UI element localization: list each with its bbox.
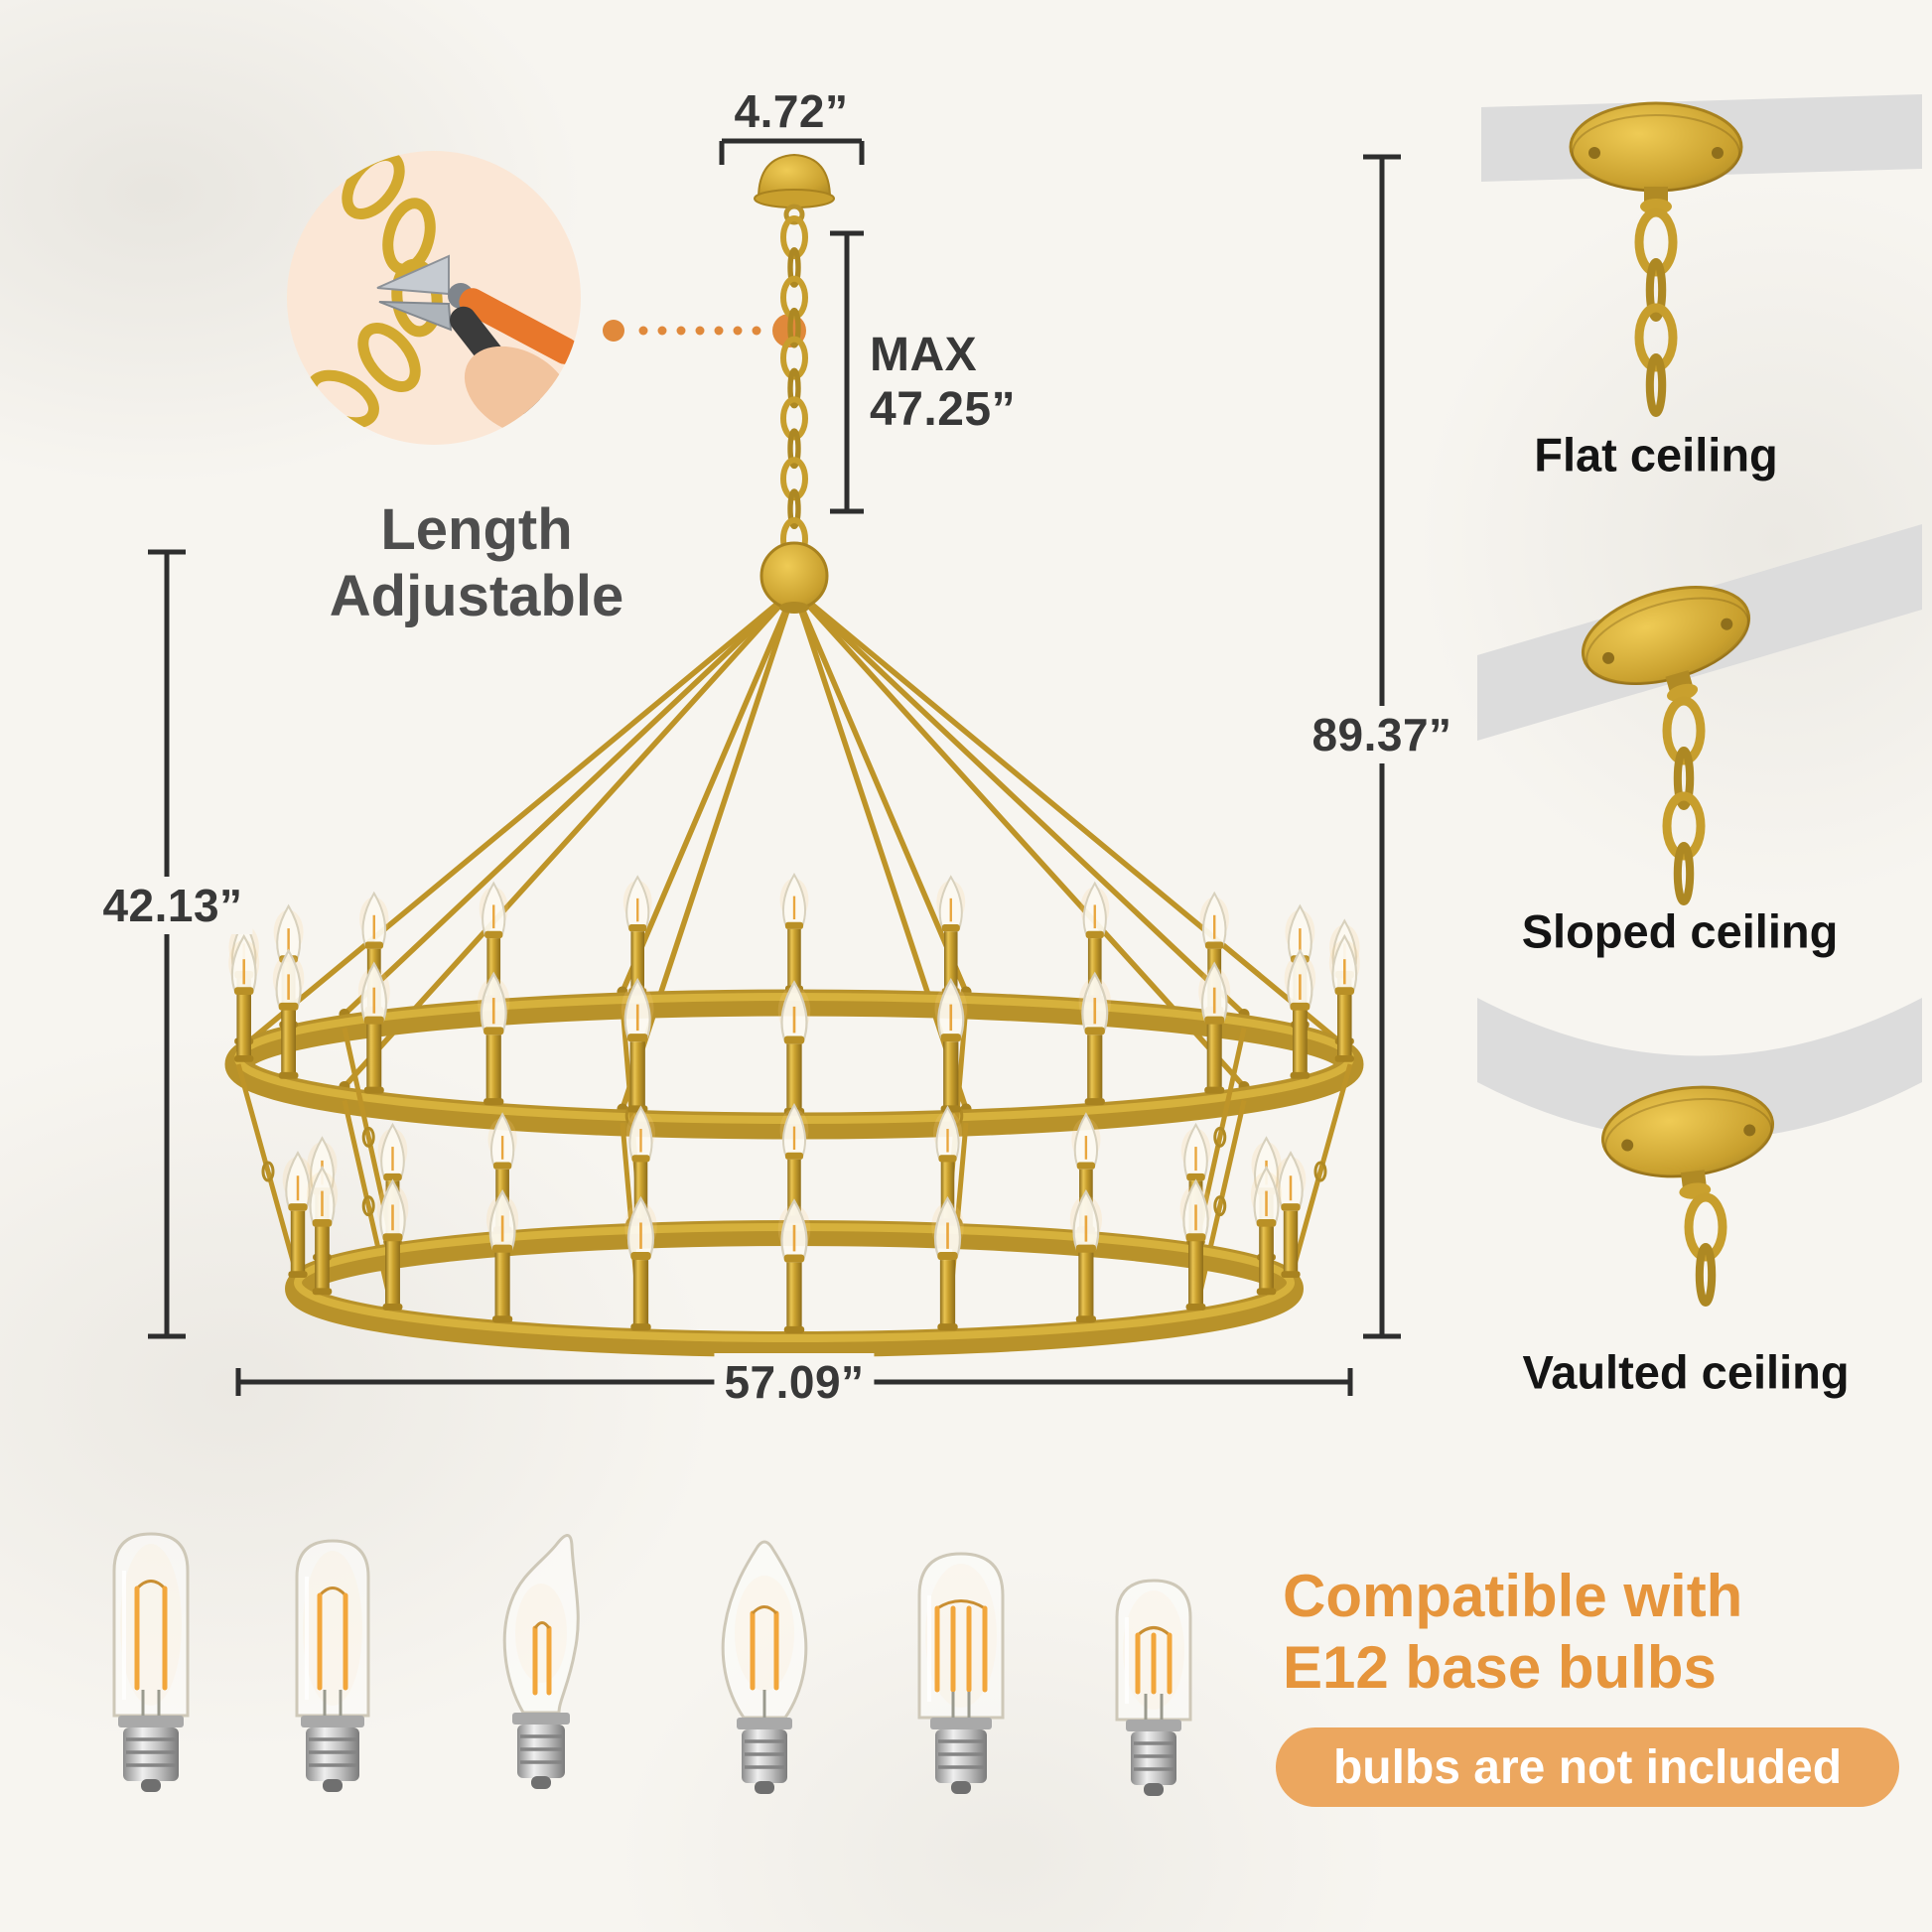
bulbs-not-included-text: bulbs are not included <box>1332 1740 1843 1794</box>
ceiling-mount-icon <box>1581 586 1751 905</box>
vaulted-ceiling-label: Vaulted ceiling <box>1522 1345 1850 1399</box>
dim-overall-height: 89.37” <box>1302 706 1462 763</box>
e12-bulb-examples <box>112 1532 1192 1796</box>
chain-icon <box>780 215 808 561</box>
dotted-connector <box>603 314 806 347</box>
lower-candles <box>282 1103 1307 1334</box>
dim-max-label: MAX <box>870 329 978 381</box>
length-adjustable-inset <box>287 151 581 445</box>
compatibility-line1: Compatible with <box>1283 1563 1743 1629</box>
canopy-icon <box>754 153 835 225</box>
dim-max-value: 47.25” <box>870 383 1017 436</box>
bulb-torpedo-candle-icon <box>721 1540 808 1794</box>
upper-candles <box>228 873 1360 1116</box>
vaulted-ceiling-surface <box>1477 998 1922 1141</box>
length-adjustable-line1: Length <box>380 497 573 562</box>
bulb-tubular-t8-icon <box>917 1552 1005 1794</box>
bulb-tubular-t6-icon <box>112 1532 190 1792</box>
sloped-ceiling-label: Sloped ceiling <box>1521 904 1839 958</box>
dim-fixture-width: 57.09” <box>714 1353 875 1411</box>
bulb-flame-tip-icon <box>502 1534 580 1789</box>
compatibility-heading: Compatible with E12 base bulbs <box>1283 1561 1742 1704</box>
flat-ceiling-example <box>1481 94 1922 417</box>
chain-icon <box>306 151 443 429</box>
length-adjustable-label: Length Adjustable <box>330 496 624 630</box>
length-adjustable-line2: Adjustable <box>329 564 624 629</box>
bulbs-not-included-badge: bulbs are not included <box>1276 1727 1899 1807</box>
flat-ceiling-label: Flat ceiling <box>1534 428 1778 482</box>
bulb-tubular-t6-short-filament-icon <box>295 1539 370 1792</box>
sloped-ceiling-example <box>1477 524 1922 905</box>
ceiling-mount-icon <box>1600 1085 1775 1307</box>
compatibility-line2: E12 base bulbs <box>1283 1634 1717 1701</box>
vaulted-ceiling-example <box>1477 998 1922 1307</box>
ceiling-mount-icon <box>1569 101 1743 417</box>
chandelier-illustration <box>224 153 1364 1357</box>
bulb-tubular-t7-icon <box>1115 1579 1192 1796</box>
dim-fixture-height: 42.13” <box>92 877 253 934</box>
dim-canopy-width: 4.72” <box>734 85 849 137</box>
center-hub <box>759 541 829 614</box>
